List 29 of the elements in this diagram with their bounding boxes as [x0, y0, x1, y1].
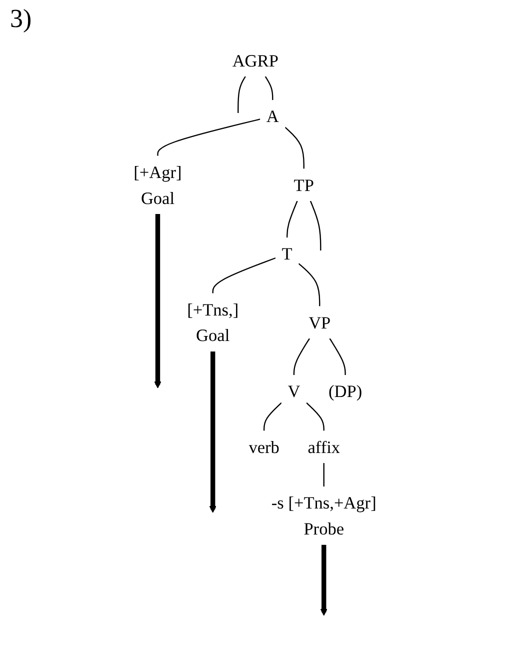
node-text: affix [307, 437, 340, 457]
node-text: -s [+Tns,+Agr] Probe [270, 492, 376, 538]
node-text: AGRP [232, 50, 278, 70]
connector [237, 76, 246, 114]
arrow [154, 214, 161, 388]
node-text: TP [293, 175, 314, 195]
node-text: verb [248, 437, 279, 457]
node-text: A [266, 106, 278, 126]
connector [212, 257, 276, 294]
connector [322, 463, 324, 487]
connector [262, 402, 282, 431]
node-text: V [287, 381, 300, 401]
connector [286, 200, 298, 238]
connector [292, 338, 310, 376]
connector [156, 118, 260, 156]
connector [298, 263, 320, 306]
connector [309, 200, 321, 250]
example-number: 3) [10, 4, 32, 33]
node-text: T [281, 244, 292, 264]
connector [328, 338, 346, 376]
node-text: [+Agr] Goal [133, 162, 182, 208]
node-text: [+Tns,] Goal [186, 300, 238, 346]
connector [284, 126, 304, 169]
node-text: (DP) [328, 381, 362, 401]
node-text: VP [308, 312, 330, 332]
arrow [320, 544, 327, 616]
connector [306, 402, 324, 431]
arrow [208, 351, 216, 513]
connector [264, 76, 273, 100]
